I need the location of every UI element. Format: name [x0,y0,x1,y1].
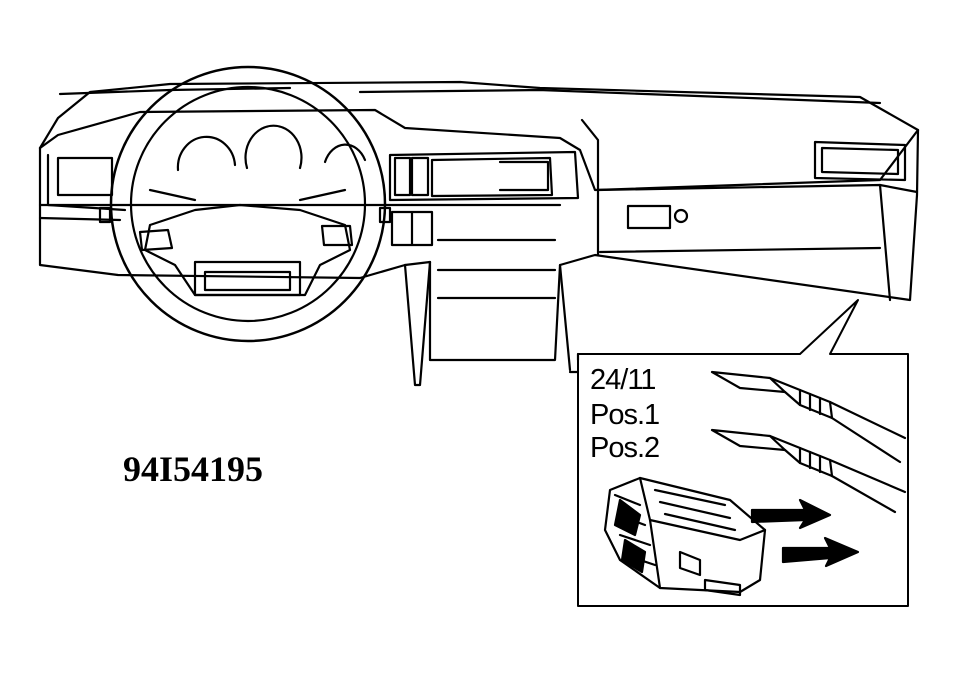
figure-id-label: 94I54195 [123,449,264,489]
callout-box [568,299,909,607]
pin-2-label: Pos.2 [590,432,660,464]
dashboard-outline [38,80,920,387]
connector-label: 24/11 [590,364,656,396]
connector-housing [603,476,767,597]
terminal-pin-2 [710,428,907,514]
terminal-pin-1 [710,370,907,464]
insertion-arrow-1 [750,498,832,530]
insertion-arrow-2 [781,536,860,568]
pin-1-label: Pos.1 [590,399,660,431]
steering-wheel [109,65,387,343]
